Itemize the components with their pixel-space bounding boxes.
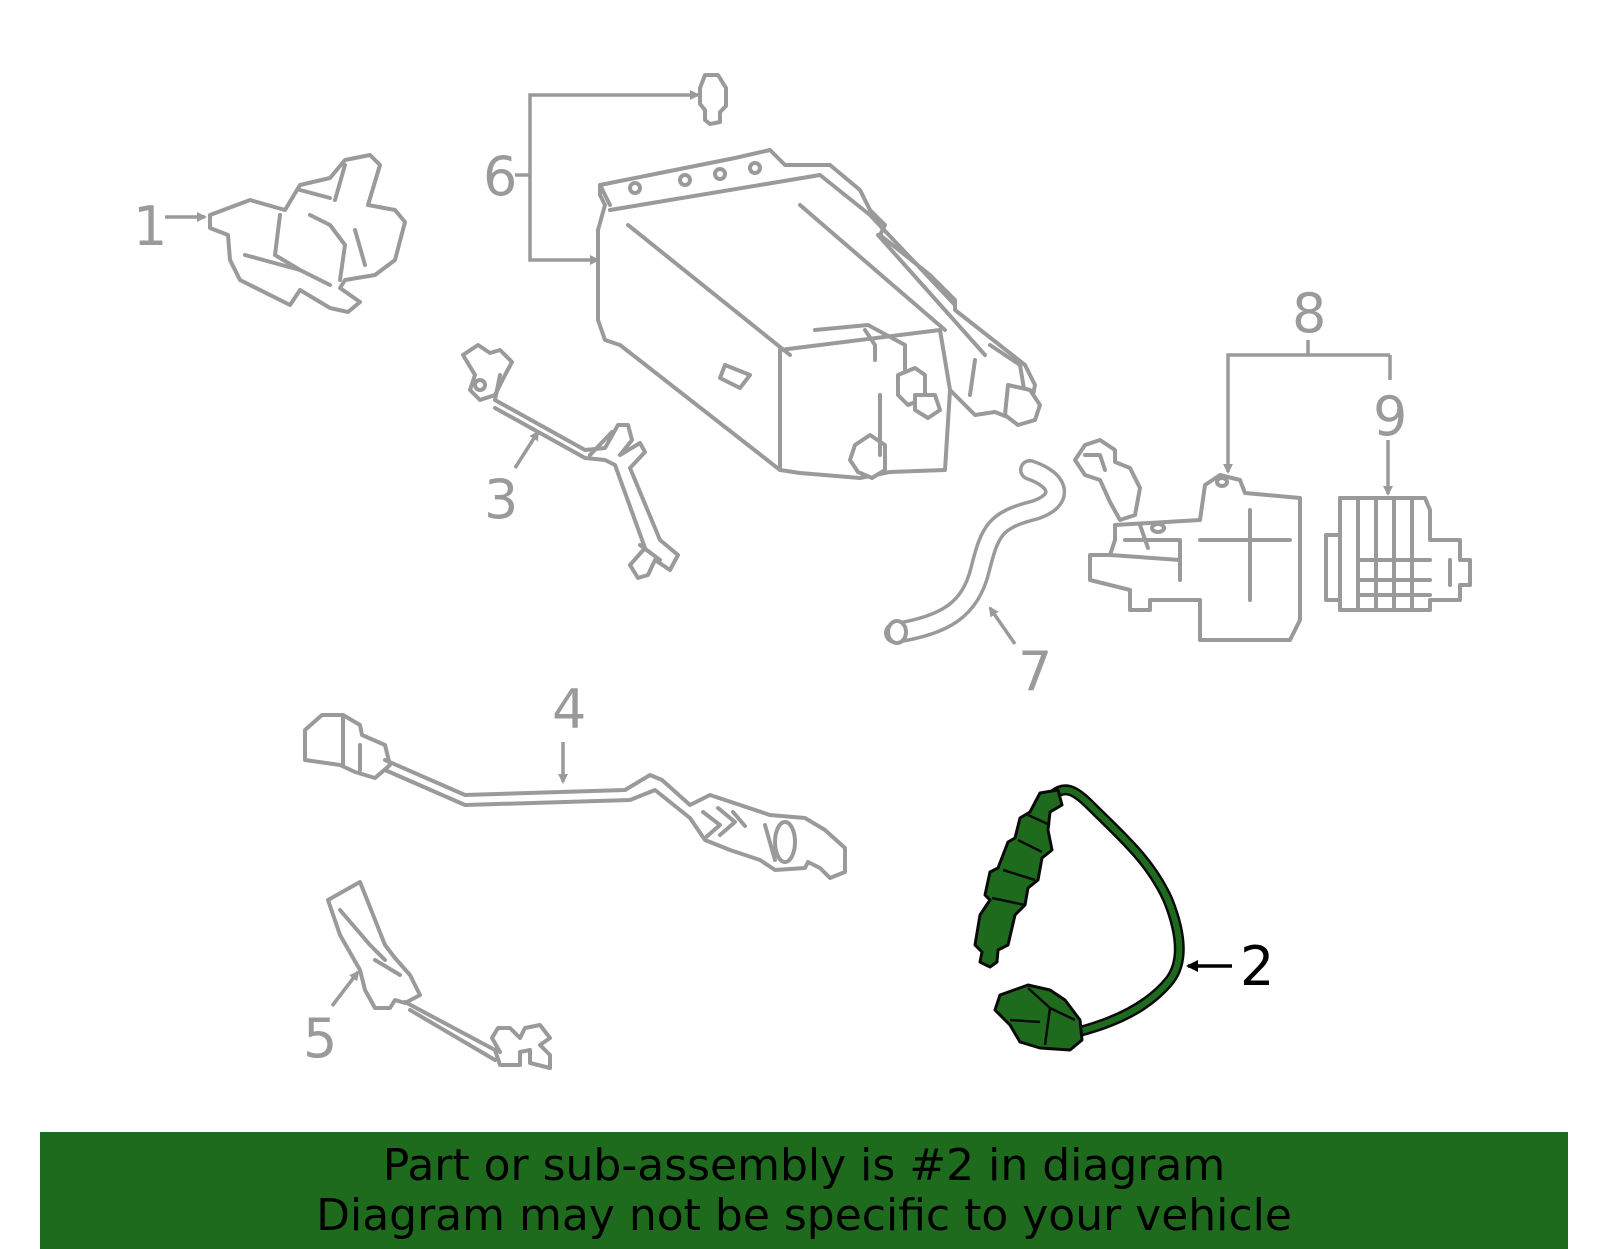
- callout-6-arrow-bolt: [528, 90, 700, 175]
- callout-8-label: 8: [1292, 282, 1326, 345]
- callout-6-arrow-canister: [528, 175, 600, 265]
- info-banner: Part or sub-assembly is #2 in diagram Di…: [40, 1132, 1568, 1249]
- part-2-oxygen-sensor: [973, 784, 1185, 1052]
- callout-3-arrow: [513, 430, 540, 469]
- banner-line-1: Part or sub-assembly is #2 in diagram: [382, 1139, 1226, 1191]
- part-5-clip: [326, 880, 552, 1070]
- callout-9-label: 9: [1373, 385, 1407, 448]
- callout-7-label: 7: [1018, 640, 1052, 703]
- callout-3-label: 3: [484, 468, 518, 531]
- part-7-hose: [884, 459, 1066, 645]
- part-6-canister: [596, 148, 1042, 480]
- part-9-filter: [1324, 496, 1472, 612]
- part-3-harness: [461, 343, 680, 580]
- banner-line-2: Diagram may not be specific to your vehi…: [316, 1189, 1292, 1241]
- callout-5-arrow: [330, 970, 360, 1008]
- part-8-valve: [1073, 438, 1302, 642]
- callout-1-label: 1: [133, 195, 167, 258]
- part-4-sensor: [303, 713, 847, 880]
- part-6-bolt: [698, 73, 728, 126]
- callout-2-label: 2: [1240, 935, 1274, 998]
- part-1-bracket: [208, 153, 407, 314]
- callout-5-label: 5: [303, 1007, 337, 1070]
- callout-6-label: 6: [483, 145, 517, 208]
- callout-4-label: 4: [552, 678, 586, 741]
- callout-7-arrow: [988, 606, 1017, 645]
- callout-8-arrow: [1223, 353, 1308, 474]
